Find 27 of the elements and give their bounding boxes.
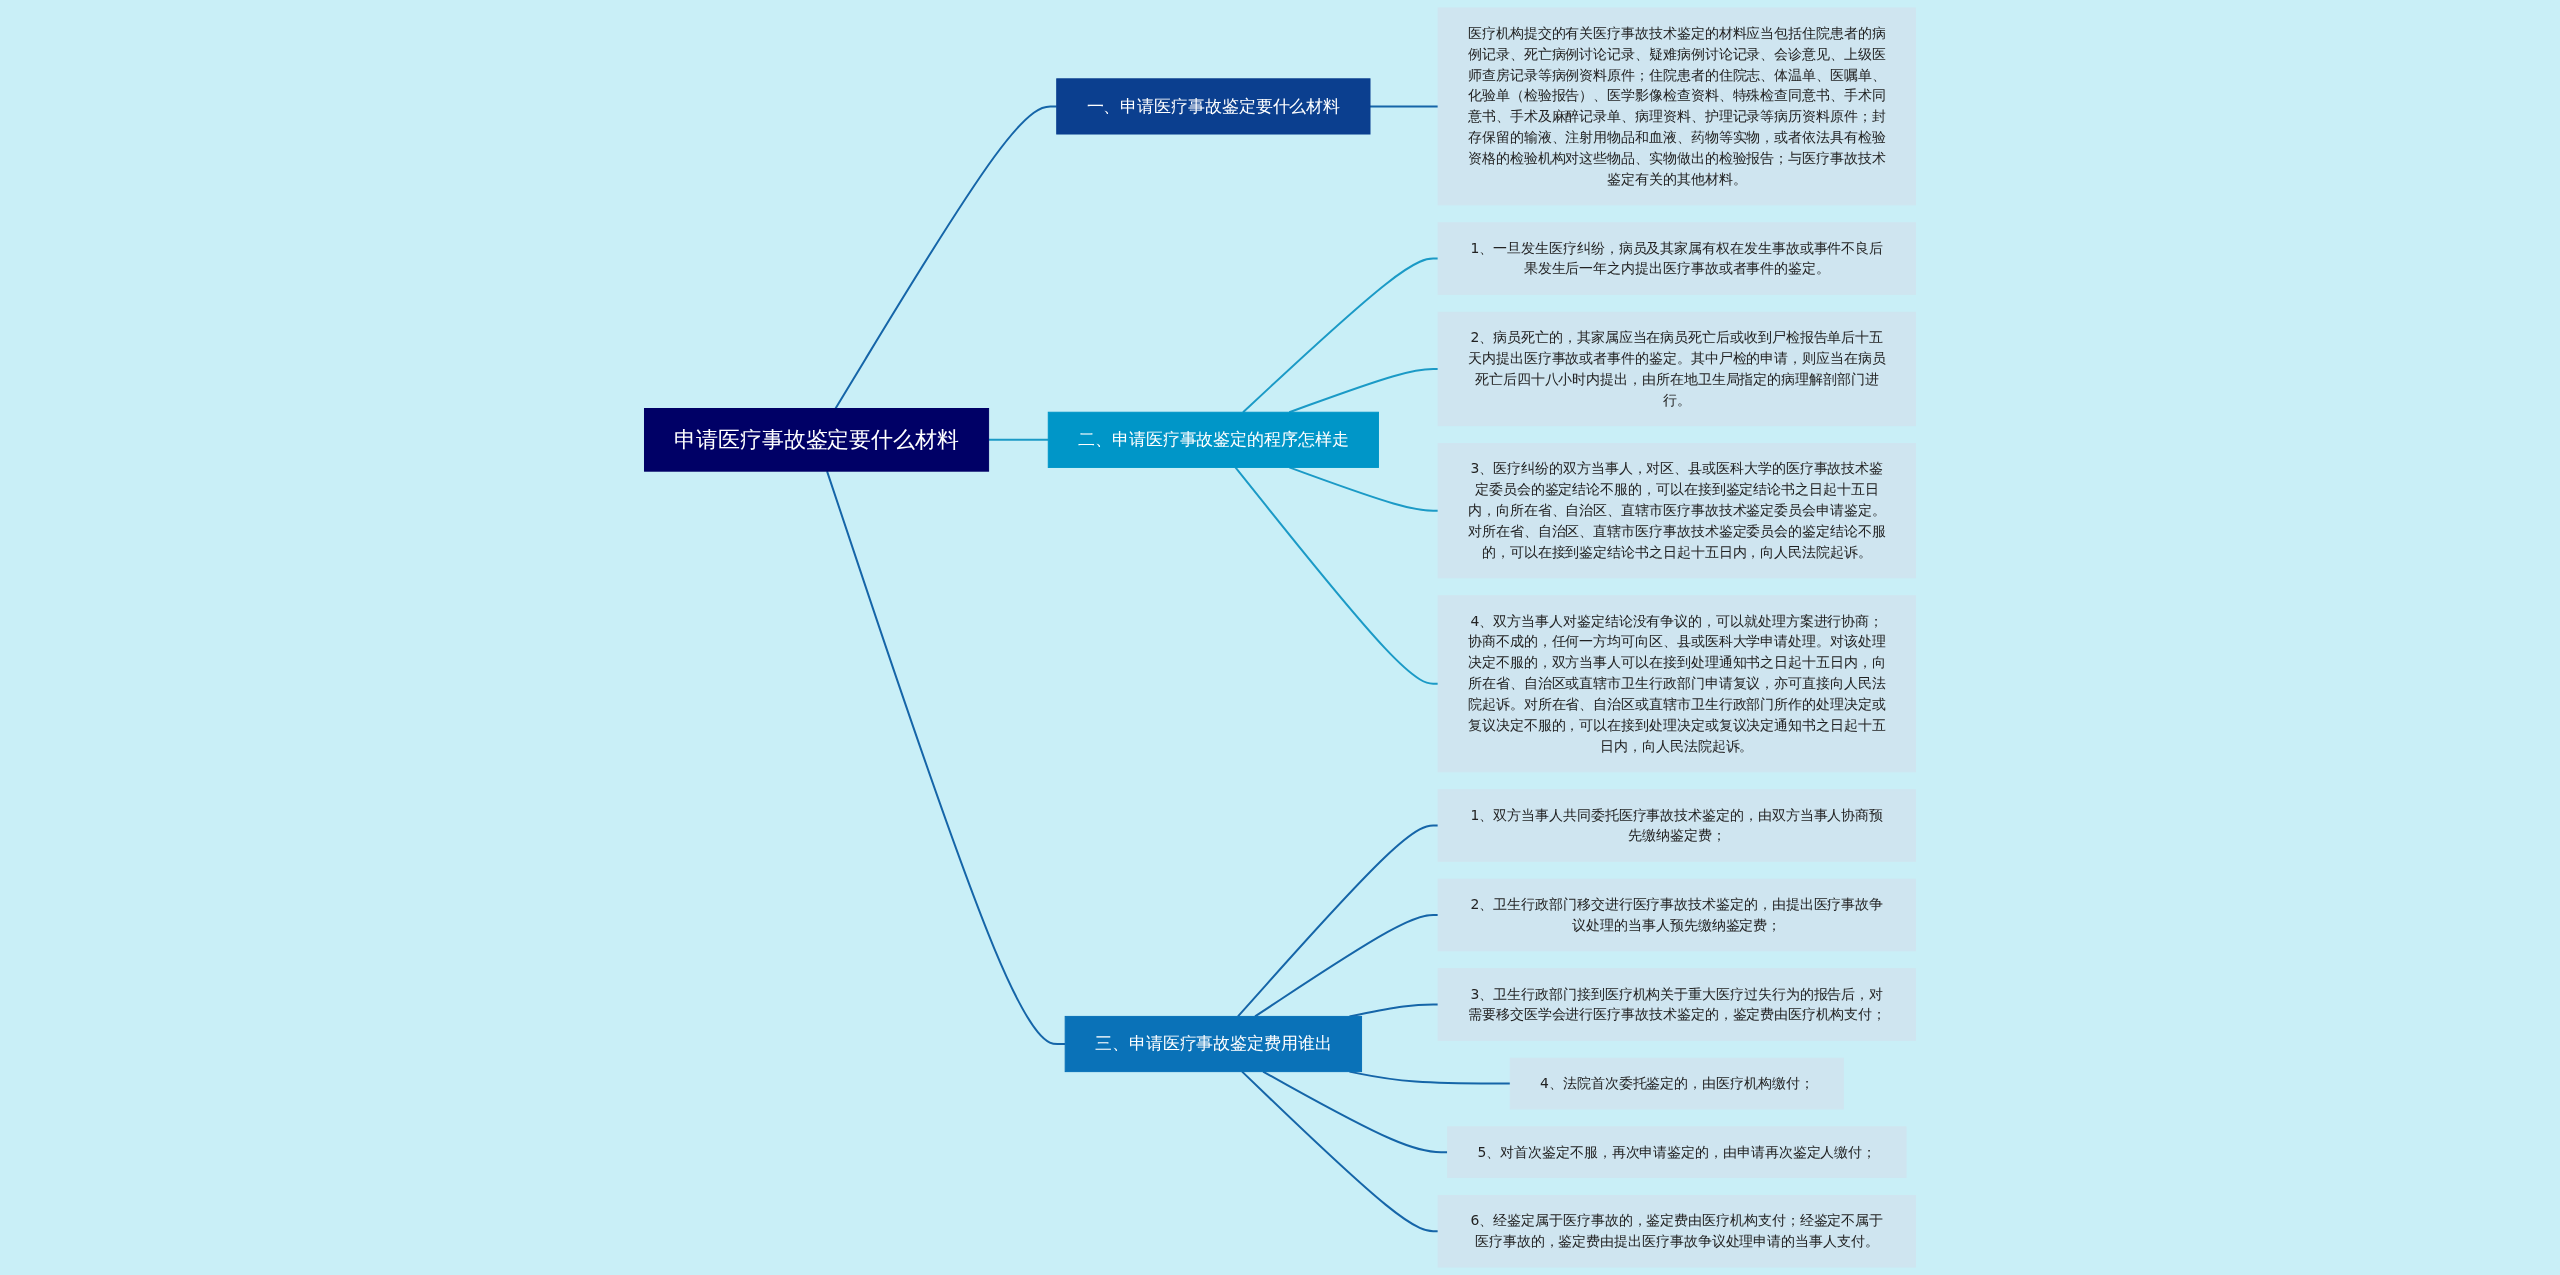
node-box: 1、双方当事人共同委托医疗事故技术鉴定的，由双方当事人协商预先缴纳鉴定费； [1437, 789, 1916, 862]
node-box: 6、经鉴定属于医疗事故的，鉴定费由医疗机构支付；经鉴定不属于医疗事故的，鉴定费由提出医疗事故争议处理申请的当事人支付。 [1437, 1194, 1916, 1268]
node-box: 3、卫生行政部门接到医疗机构关于重大医疗过失行为的报告后，对需要移交医学会进行医疗事故技术鉴定的，鉴定费由医疗机构支付； [1437, 968, 1916, 1041]
connector [826, 470, 1067, 1045]
node-box: 1、一旦发生医疗纠纷，病员及其家属有权在发生事故或事件不良后果发生后一年之内提出医疗事故或者事件的鉴定。 [1437, 222, 1916, 295]
node-box: 2、卫生行政部门移交进行医疗事故技术鉴定的，由提出医疗事故争议处理的当事人预先缴纳鉴定费； [1437, 878, 1916, 952]
node-box: 申请医疗事故鉴定要什么材料 [644, 408, 990, 472]
connector [1262, 1070, 1449, 1154]
connector [1288, 466, 1440, 512]
node-box: 4、双方当事人对鉴定结论没有争议的，可以就处理方案进行协商；协商不成的，任何一方均可向区、县或医科大学申请处理。对该处理决定不服的，双方当事人可以在接到处理通知书之日起十五日内，向所在省、自治区或直辖市卫生行政部门申请复议，亦可直接向人民法院起诉。对所在省、自治区或直辖市卫生行政部门所作的处理决定或复议决定不服的，可以在接到处理决定或复议决定通知书之日起十五日内，向人民法院起诉。 [1437, 595, 1916, 773]
node-box: 2、病员死亡的，其家属应当在病员死亡后或收到尸检报告单后十五天内提出医疗事故或者事件的鉴定。其中尸检的申请，则应当在病员死亡后四十八小时内提出，由所在地卫生局指定的病理解剖部门进行。 [1437, 311, 1916, 427]
node-box: 4、法院首次委托鉴定的，由医疗机构缴付； [1509, 1057, 1844, 1110]
node-box: 一、申请医疗事故鉴定要什么材料 [1056, 78, 1371, 135]
connector [1237, 824, 1440, 1018]
node-box: 二、申请医疗事故鉴定的程序怎样走 [1047, 411, 1379, 468]
connector [987, 438, 1050, 441]
node-box: 医疗机构提交的有关医疗事故技术鉴定的材料应当包括住院患者的病例记录、死亡病例讨论记录、疑难病例讨论记录、会诊意见、上级医师查房记录等病例资料原件；住院患者的住院志、体温单、医嘱单、化验单（检验报告）、医学影像检查资料、特殊检查同意书、手术同意书、手术及麻醉记录单、病理资料、护理记录等病历资料原件；封存保留的输液、注射用物品和血液、药物等实物，或者依法具有检验资格的检验机构对这些物品、实物做出的检验报告；与医疗事故技术鉴定有关的其他材料。 [1437, 7, 1916, 206]
node-box: 5、对首次鉴定不服，再次申请鉴定的，由申请再次鉴定人缴付； [1447, 1126, 1907, 1179]
node-box: 三、申请医疗事故鉴定费用谁出 [1064, 1015, 1363, 1073]
connector [1241, 1070, 1440, 1233]
connector [1369, 105, 1440, 108]
connector [1288, 367, 1440, 414]
connector [1254, 914, 1440, 1018]
node-box: 3、医疗纠纷的双方当事人，对区、县或医科大学的医疗事故技术鉴定委员会的鉴定结论不服的，可以在接到鉴定结论书之日起十五日内，向所在省、自治区、直辖市医疗事故技术鉴定委员会申请鉴定。对所在省、自治区、直辖市医疗事故技术鉴定委员会的鉴定结论不服的，可以在接到鉴定结论书之日起十五日内，向人民法院起诉。 [1437, 443, 1916, 579]
connector [1234, 466, 1440, 685]
connector [1242, 257, 1440, 414]
connector [834, 105, 1058, 410]
